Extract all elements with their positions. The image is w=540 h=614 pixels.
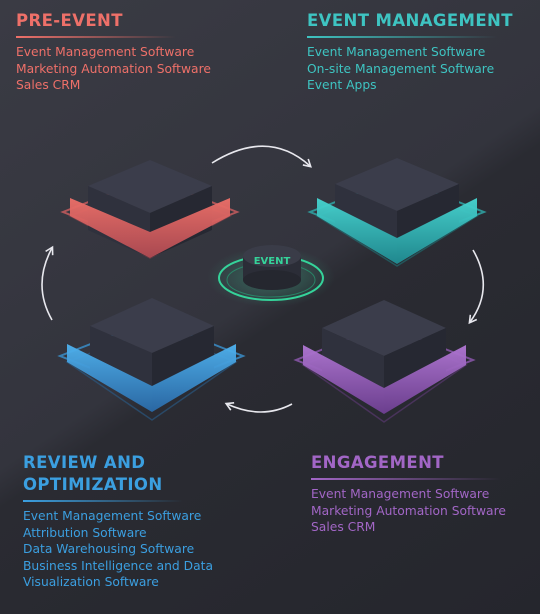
review-optimization-section: REVIEW AND OPTIMIZATION Event Management… [23,452,213,591]
arrow-engagement-to-review [224,402,293,413]
pre-event-block [60,160,240,259]
review-item: Data Warehousing Software [23,542,195,557]
event-management-heading: EVENT MANAGEMENT [307,11,513,30]
pre-event-item: Event Management Software [16,45,195,59]
event-management-section: EVENT MANAGEMENT Event Management Softwa… [307,10,513,94]
engagement-item: Sales CRM [311,520,376,535]
arrow-management-to-engagement [468,249,485,325]
review-block [57,298,246,421]
engagement-item: Event Management Software [311,487,490,501]
engagement-section: ENGAGEMENT Event Management Software Mar… [311,452,506,536]
pre-event-section: PRE-EVENT Event Management Software Mark… [16,10,211,94]
arrow-pre-to-management [211,145,312,168]
pre-event-item: Sales CRM [16,78,81,93]
engagement-block [293,300,476,423]
event-management-item: Event Management Software [307,45,486,59]
review-item: Business Intelligence and Data [23,558,213,573]
engagement-item: Marketing Automation Software [311,503,506,518]
event-management-block [307,158,487,267]
event-management-item: On-site Management Software [307,61,495,76]
engagement-heading: ENGAGEMENT [311,453,444,472]
pre-event-item: Marketing Automation Software [16,61,211,76]
engagement-rule [311,478,501,480]
arrow-review-to-pre [41,245,54,321]
review-heading-line2: OPTIMIZATION [23,475,163,494]
event-hub-label: EVENT [254,256,291,267]
pre-event-heading: PRE-EVENT [16,11,123,30]
event-hub [207,245,335,307]
event-management-rule [307,36,497,38]
review-heading-line1: REVIEW AND [23,453,146,472]
review-rule [23,500,183,502]
event-management-item: Event Apps [307,78,377,93]
review-item: Visualization Software [23,575,159,590]
pre-event-rule [16,36,176,38]
review-item: Event Management Software [23,509,202,523]
review-item: Attribution Software [23,525,147,540]
